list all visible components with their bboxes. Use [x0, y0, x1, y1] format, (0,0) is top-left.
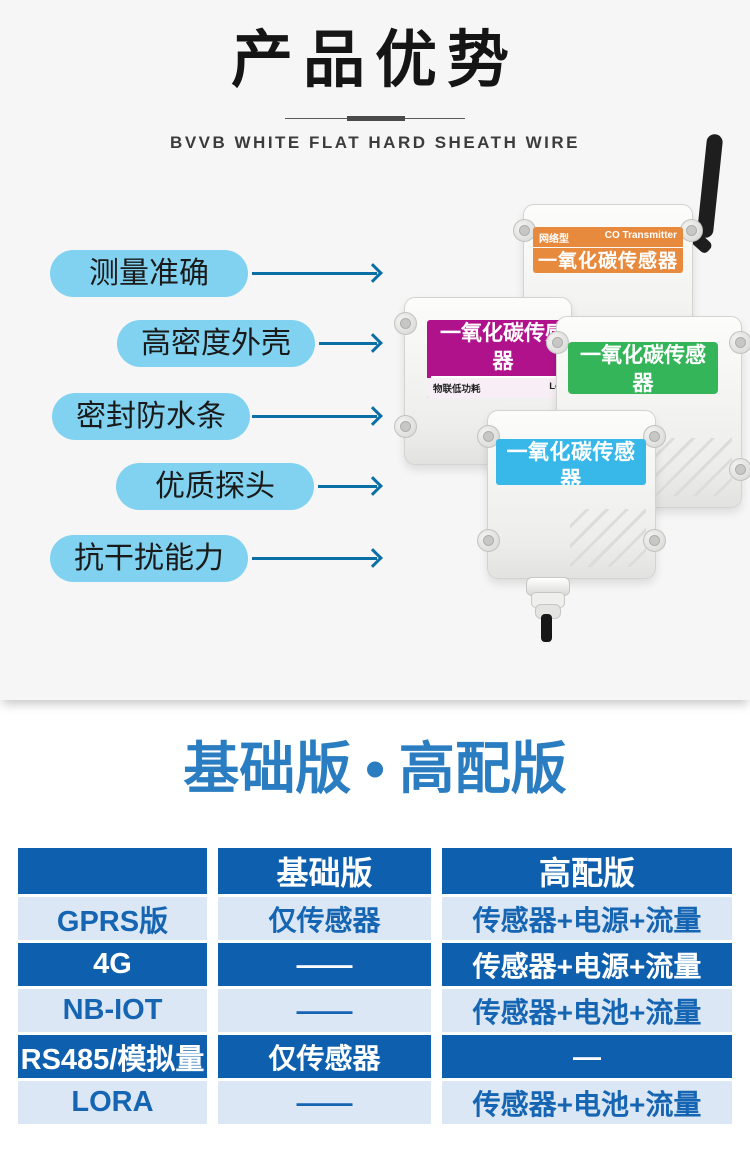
title-divider — [285, 116, 465, 121]
label-tags: 网络型 CO Transmitter — [533, 227, 683, 248]
screw-mount-icon — [477, 425, 500, 448]
page-subtitle: BVVB WHITE FLAT HARD SHEATH WIRE — [170, 133, 580, 152]
screw-mount-icon — [394, 312, 417, 335]
comparison-table: 基础版 高配版 GPRS版 仅传感器 传感器+电源+流量 4G —— 传感器+电… — [18, 848, 732, 1124]
sensor-name: 一氧化碳传感器 — [505, 439, 637, 485]
arrow-shaft — [319, 341, 377, 345]
table-cell: 传感器+电源+流量 — [442, 943, 732, 986]
sensor-label-cyan: 一氧化碳传感器 CO Transmitter — [496, 439, 646, 485]
arrow-shaft — [318, 484, 377, 488]
version-comparison-section: 基础版•高配版 基础版 高配版 GPRS版 仅传感器 传感器+电源+流量 4G … — [0, 700, 750, 1124]
section-title: 基础版•高配版 — [0, 736, 750, 802]
table-row-label: RS485/模拟量 — [18, 1035, 207, 1078]
arrow-head — [363, 263, 383, 283]
label-tag-type: 网络型 — [539, 234, 569, 245]
feature-pill-interference: 抗干扰能力 — [50, 535, 248, 582]
product-advantages-section: 产品优势 BVVB WHITE FLAT HARD SHEATH WIRE 网络… — [50, 26, 750, 642]
screw-mount-icon — [546, 331, 569, 354]
arrow-shaft — [252, 271, 377, 275]
arrow-shaft — [252, 414, 377, 418]
table-cell: —— — [218, 943, 431, 986]
arrow-right-icon — [319, 333, 383, 353]
feature-pill-waterproof: 密封防水条 — [52, 393, 250, 440]
label-subtag-iot: 物联低功耗 — [433, 384, 481, 395]
feature-pill-shell: 高密度外壳 — [117, 320, 315, 367]
sensor-name: 一氧化碳传感器 — [431, 320, 575, 378]
bullet-separator: • — [365, 737, 385, 800]
sensor-front: 一氧化碳传感器 CO Transmitter — [477, 410, 666, 579]
arrow-head — [363, 333, 383, 353]
vent-lines — [570, 509, 646, 567]
screw-mount-icon — [643, 529, 666, 552]
arrow-right-icon — [252, 406, 383, 426]
table-cell: 传感器+电源+流量 — [442, 897, 732, 940]
cable — [541, 614, 552, 642]
arrow-shaft — [252, 556, 377, 560]
table-cell: 仅传感器 — [218, 1035, 431, 1078]
table-cell: 传感器+电池+流量 — [442, 1081, 732, 1124]
table-header-premium: 高配版 — [442, 848, 732, 894]
arrow-head — [363, 476, 383, 496]
sensor-lora-version: 一氧化碳传感器 物联低功耗 LoRa — [394, 297, 579, 465]
feature-pill-probe: 优质探头 — [116, 463, 314, 510]
sensor-label-green: 一氧化碳传感器 物联低功耗 — [568, 342, 718, 394]
table-header-basic: 基础版 — [218, 848, 431, 894]
table-cell: 仅传感器 — [218, 897, 431, 940]
screw-mount-icon — [513, 219, 536, 242]
screw-mount-icon — [729, 458, 750, 481]
table-cell: — — [442, 1035, 732, 1078]
arrow-right-icon — [252, 263, 383, 283]
feature-pill-accuracy: 测量准确 — [50, 250, 248, 297]
arrow-head — [363, 406, 383, 426]
vent-lines — [656, 438, 732, 496]
table-cell: —— — [218, 989, 431, 1032]
table-row-label: 4G — [18, 943, 207, 986]
label-tag-model: CO Transmitter — [604, 230, 677, 241]
section-title-right: 高配版 — [398, 737, 567, 800]
screw-mount-icon — [477, 529, 500, 552]
arrow-right-icon — [318, 476, 383, 496]
screw-mount-icon — [729, 331, 750, 354]
table-cell: —— — [218, 1081, 431, 1124]
screw-mount-icon — [680, 219, 703, 242]
page-title: 产品优势 — [230, 26, 519, 95]
arrow-right-icon — [252, 548, 383, 568]
table-row-label: NB-IOT — [18, 989, 207, 1032]
table-cell: 传感器+电池+流量 — [442, 989, 732, 1032]
screw-mount-icon — [394, 415, 417, 438]
section-title-left: 基础版 — [183, 737, 352, 800]
table-header-empty — [18, 848, 207, 894]
divider-thick-segment — [347, 116, 405, 121]
sensor-name: 一氧化碳传感器 — [537, 251, 678, 272]
arrow-head — [363, 548, 383, 568]
screw-mount-icon — [643, 425, 666, 448]
sensor-label-orange: 网络型 CO Transmitter 一氧化碳传感器 — [533, 227, 683, 273]
table-row-label: LORA — [18, 1081, 207, 1124]
table-row-label: GPRS版 — [18, 897, 207, 940]
sensor-name: 一氧化碳传感器 — [576, 342, 710, 394]
